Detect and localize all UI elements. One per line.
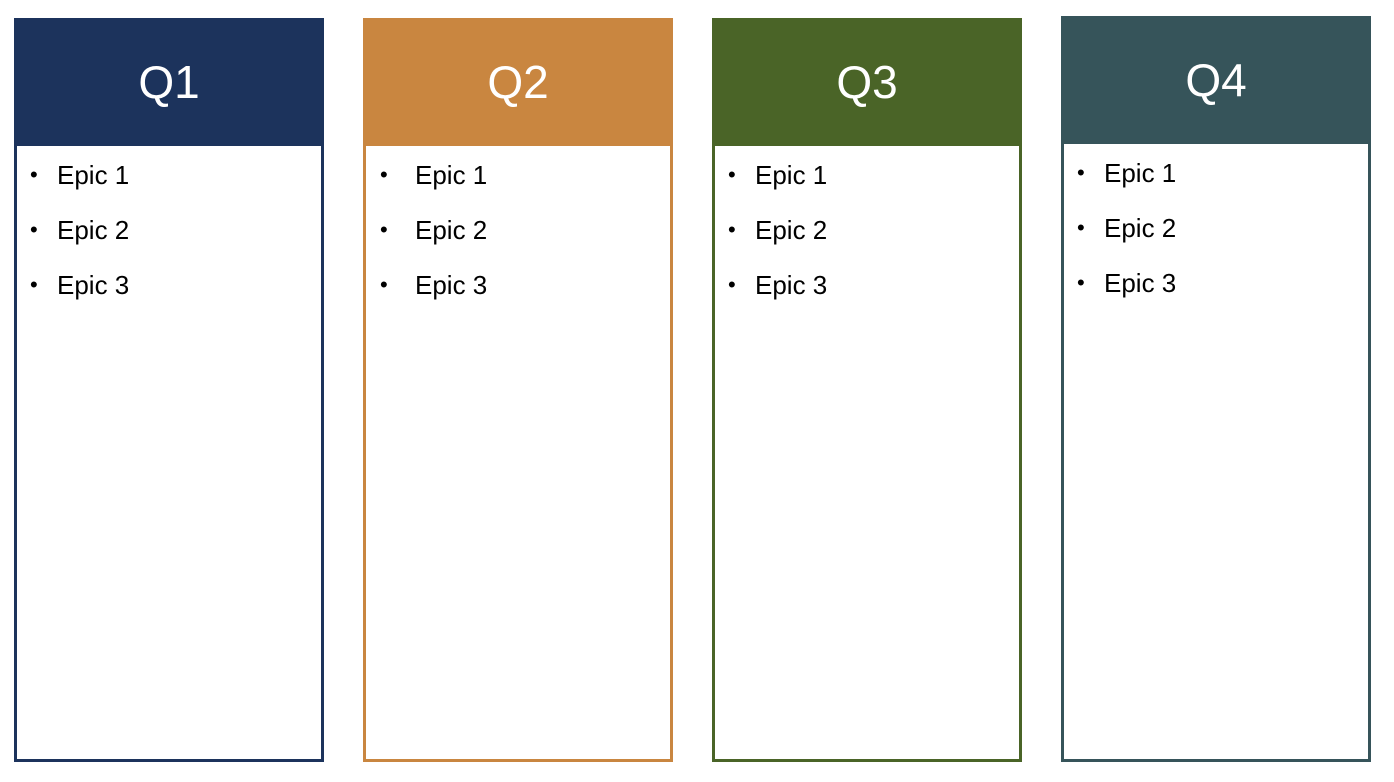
bullet-icon: •: [1077, 160, 1085, 185]
epic-label: Epic 3: [415, 270, 488, 300]
epic-label: Epic 2: [415, 215, 488, 245]
bullet-icon: •: [728, 272, 736, 297]
column-header-q4: Q4: [1061, 16, 1371, 144]
list-item: • Epic 2: [1064, 213, 1368, 268]
list-item: • Epic 3: [17, 270, 321, 325]
bullet-icon: •: [728, 162, 736, 187]
bullet-icon: •: [380, 272, 388, 297]
column-body-q4: • Epic 1 • Epic 2 • Epic 3: [1064, 144, 1368, 759]
epic-label: Epic 2: [1104, 213, 1177, 243]
epic-label: Epic 2: [755, 215, 828, 245]
list-item: • Epic 1: [17, 160, 321, 215]
bullet-icon: •: [30, 272, 38, 297]
list-item: • Epic 3: [1064, 268, 1368, 323]
bullet-icon: •: [380, 162, 388, 187]
epic-label: Epic 1: [57, 160, 130, 190]
column-q1: Q1 • Epic 1 • Epic 2 • Epic 3: [14, 18, 324, 762]
epic-label: Epic 2: [57, 215, 130, 245]
epic-list-q2: • Epic 1 • Epic 2 • Epic 3: [366, 160, 670, 325]
column-body-q1: • Epic 1 • Epic 2 • Epic 3: [17, 146, 321, 759]
column-title-q2: Q2: [487, 56, 549, 108]
epic-label: Epic 1: [415, 160, 488, 190]
epic-label: Epic 3: [755, 270, 828, 300]
column-body-q2: • Epic 1 • Epic 2 • Epic 3: [366, 146, 670, 759]
bullet-icon: •: [1077, 215, 1085, 240]
column-header-q2: Q2: [363, 18, 673, 146]
bullet-icon: •: [380, 217, 388, 242]
list-item: • Epic 2: [17, 215, 321, 270]
bullet-icon: •: [1077, 270, 1085, 295]
column-header-q3: Q3: [712, 18, 1022, 146]
epic-label: Epic 3: [1104, 268, 1177, 298]
list-item: • Epic 2: [366, 215, 670, 270]
bullet-icon: •: [728, 217, 736, 242]
list-item: • Epic 3: [715, 270, 1019, 325]
list-item: • Epic 3: [366, 270, 670, 325]
column-title-q3: Q3: [836, 56, 898, 108]
column-title-q4: Q4: [1185, 54, 1247, 106]
list-item: • Epic 2: [715, 215, 1019, 270]
epic-list-q1: • Epic 1 • Epic 2 • Epic 3: [17, 160, 321, 325]
column-q4: Q4 • Epic 1 • Epic 2 • Epic 3: [1061, 16, 1371, 762]
epic-list-q4: • Epic 1 • Epic 2 • Epic 3: [1064, 158, 1368, 323]
column-q3: Q3 • Epic 1 • Epic 2 • Epic 3: [712, 18, 1022, 762]
epic-label: Epic 1: [755, 160, 828, 190]
list-item: • Epic 1: [715, 160, 1019, 215]
bullet-icon: •: [30, 217, 38, 242]
epic-list-q3: • Epic 1 • Epic 2 • Epic 3: [715, 160, 1019, 325]
column-body-q3: • Epic 1 • Epic 2 • Epic 3: [715, 146, 1019, 759]
column-title-q1: Q1: [138, 56, 200, 108]
epic-label: Epic 1: [1104, 158, 1177, 188]
column-q2: Q2 • Epic 1 • Epic 2 • Epic 3: [363, 18, 673, 762]
list-item: • Epic 1: [366, 160, 670, 215]
bullet-icon: •: [30, 162, 38, 187]
epic-label: Epic 3: [57, 270, 130, 300]
column-header-q1: Q1: [14, 18, 324, 146]
list-item: • Epic 1: [1064, 158, 1368, 213]
